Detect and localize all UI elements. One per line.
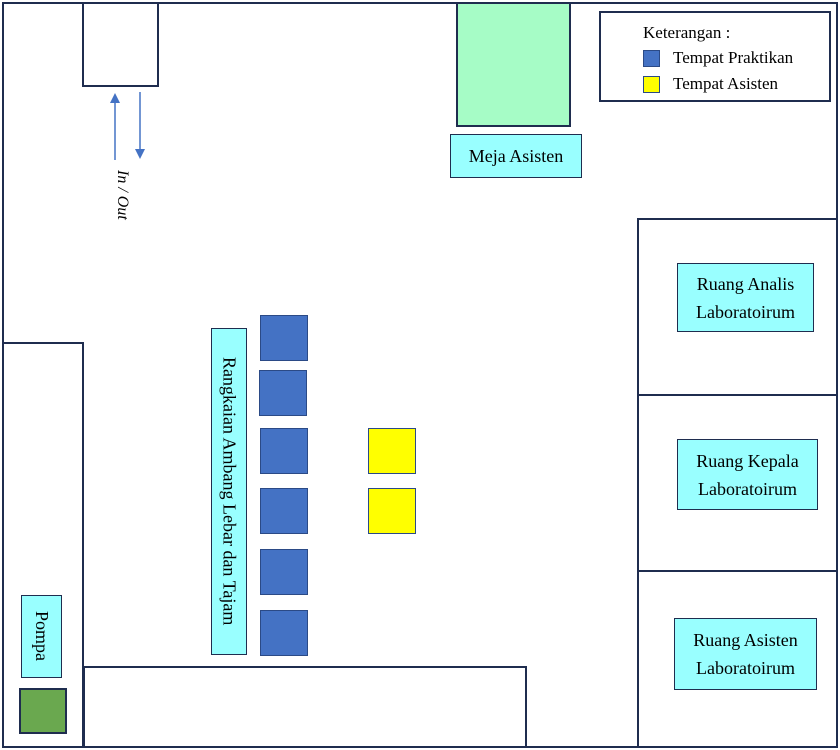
- pump: [19, 688, 67, 734]
- assistant-station: [368, 488, 416, 534]
- arrow-up-icon: [110, 93, 120, 160]
- student-station: [259, 370, 307, 416]
- entrance-arrows: [110, 92, 145, 160]
- room-label-line: Ruang Asisten: [693, 630, 798, 650]
- entrance-label: In / Out: [114, 170, 131, 220]
- room-label-line: Laboratoirum: [696, 658, 795, 678]
- legend-item-asisten: Tempat Asisten: [643, 73, 829, 95]
- student-station: [260, 610, 308, 656]
- apparatus-label: Rangkaian Ambang Lebar dan Tajam: [211, 328, 247, 655]
- room-label-line: Ruang Kepala: [696, 450, 799, 471]
- room-label-line: Laboratoirum: [696, 301, 795, 322]
- arrow-down-icon: [135, 92, 145, 159]
- room-analis-label: Ruang Analis Laboratoirum: [677, 263, 814, 332]
- assistant-station: [368, 428, 416, 474]
- legend-label: Tempat Praktikan: [673, 48, 794, 67]
- legend: Keterangan : Tempat Praktikan Tempat Asi…: [599, 11, 831, 102]
- legend-swatch-blue: [643, 49, 660, 67]
- legend-item-praktikan: Tempat Praktikan: [643, 47, 829, 69]
- pump-label: Pompa: [21, 595, 62, 678]
- student-station: [260, 428, 308, 474]
- assistant-desk-label: Meja Asisten: [450, 134, 582, 178]
- legend-swatch-yellow: [643, 75, 660, 93]
- room-asisten-label: Ruang Asisten Laboratoirum: [674, 618, 817, 690]
- student-station: [260, 488, 308, 534]
- room-label-line: Ruang Analis: [696, 273, 795, 294]
- room-label-line: Laboratoirum: [698, 478, 797, 499]
- bottom-bench: [83, 666, 527, 748]
- pump-room: [2, 342, 84, 748]
- room-kepala-label: Ruang Kepala Laboratoirum: [677, 439, 818, 510]
- student-station: [260, 315, 308, 361]
- legend-title: Keterangan :: [643, 23, 731, 42]
- door: [82, 2, 159, 87]
- student-station: [260, 549, 308, 595]
- assistant-desk: [456, 2, 571, 127]
- legend-label: Tempat Asisten: [673, 74, 779, 93]
